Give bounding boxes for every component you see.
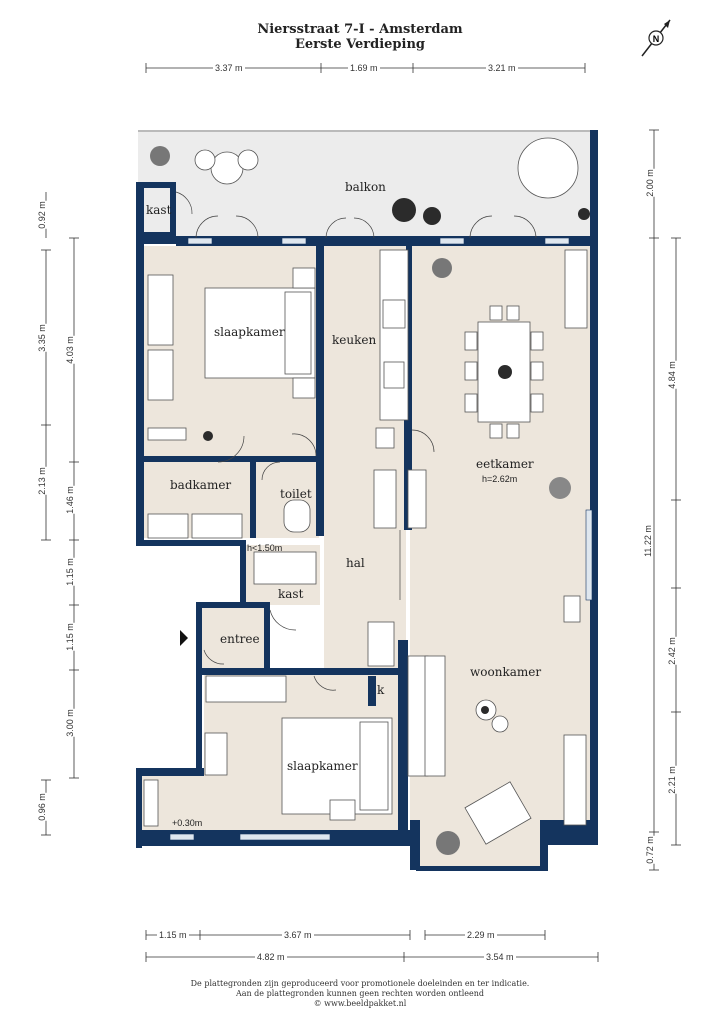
- dim-bottom-4: 4.82 m: [255, 952, 287, 962]
- dim-top-2: 1.69 m: [348, 63, 380, 73]
- room-label-woonkamer: woonkamer: [470, 665, 542, 679]
- dim-left-inner-1: 4.03 m: [64, 336, 75, 364]
- room-label-k: k: [377, 683, 385, 697]
- dim-bottom-5: 3.54 m: [484, 952, 516, 962]
- dim-left-outer-1: 0.92 m: [36, 201, 47, 229]
- room-height-note: h=2.62m: [482, 474, 518, 484]
- room-label-toilet: toilet: [280, 487, 312, 501]
- compass-letter: N: [653, 34, 660, 44]
- dim-right-outer-1: 2.00 m: [644, 169, 655, 197]
- room-label-eetkamer: eetkamer: [476, 457, 534, 471]
- footer-disclaimer: De plattegronden zijn geproduceerd voor …: [190, 979, 530, 988]
- compass-icon: N: [638, 18, 674, 58]
- dim-right-inner-3: 2.21 m: [666, 766, 677, 794]
- room-label-badkamer: badkamer: [170, 478, 232, 492]
- room-label-entree: entree: [220, 632, 260, 646]
- dim-right-outer-2: 11.22 m: [642, 525, 653, 557]
- room-label-slaapkamer-bottom: slaapkamer: [287, 759, 358, 773]
- dim-left-inner-2: 1.46 m: [64, 486, 75, 514]
- room-label-hal: hal: [346, 556, 365, 570]
- room-low-note: h<1.50m: [247, 543, 283, 553]
- footer-rights: Aan de plattegronden kunnen geen rechten…: [235, 989, 485, 998]
- dim-left-outer-4: 0.96 m: [36, 793, 47, 821]
- room-plus-note: +0.30m: [172, 818, 203, 828]
- dim-left-inner-5: 3.00 m: [64, 709, 75, 737]
- room-label-kast: kast: [146, 203, 172, 217]
- dim-left-inner-3: 1.15 m: [64, 558, 75, 586]
- dim-right-inner-2: 2.42 m: [666, 637, 677, 665]
- dim-left-outer-3: 2.13 m: [36, 467, 47, 495]
- dim-bottom-2: 3.67 m: [282, 930, 314, 940]
- dim-bottom-3: 2.29 m: [465, 930, 497, 940]
- plan-title-floor: Eerste Verdieping: [294, 37, 426, 52]
- room-label-balkon: balkon: [345, 180, 386, 194]
- dim-right-outer-3: 0.72 m: [644, 836, 655, 864]
- dim-left-outer-2: 3.35 m: [36, 324, 47, 352]
- dim-top-3: 3.21 m: [486, 63, 518, 73]
- room-label-keuken: keuken: [332, 333, 377, 347]
- dim-left-inner-4: 1.15 m: [64, 623, 75, 651]
- room-label-slaapkamer: slaapkamer: [214, 325, 285, 339]
- plan-title-address: Niersstraat 7-I - Amsterdam: [257, 22, 463, 37]
- dim-right-inner-1: 4.84 m: [666, 361, 677, 389]
- room-label-kast-mid: kast: [278, 587, 304, 601]
- footer-copyright: © www.beeldpakket.nl: [313, 999, 407, 1008]
- dim-top-1: 3.37 m: [213, 63, 245, 73]
- dim-bottom-1: 1.15 m: [157, 930, 189, 940]
